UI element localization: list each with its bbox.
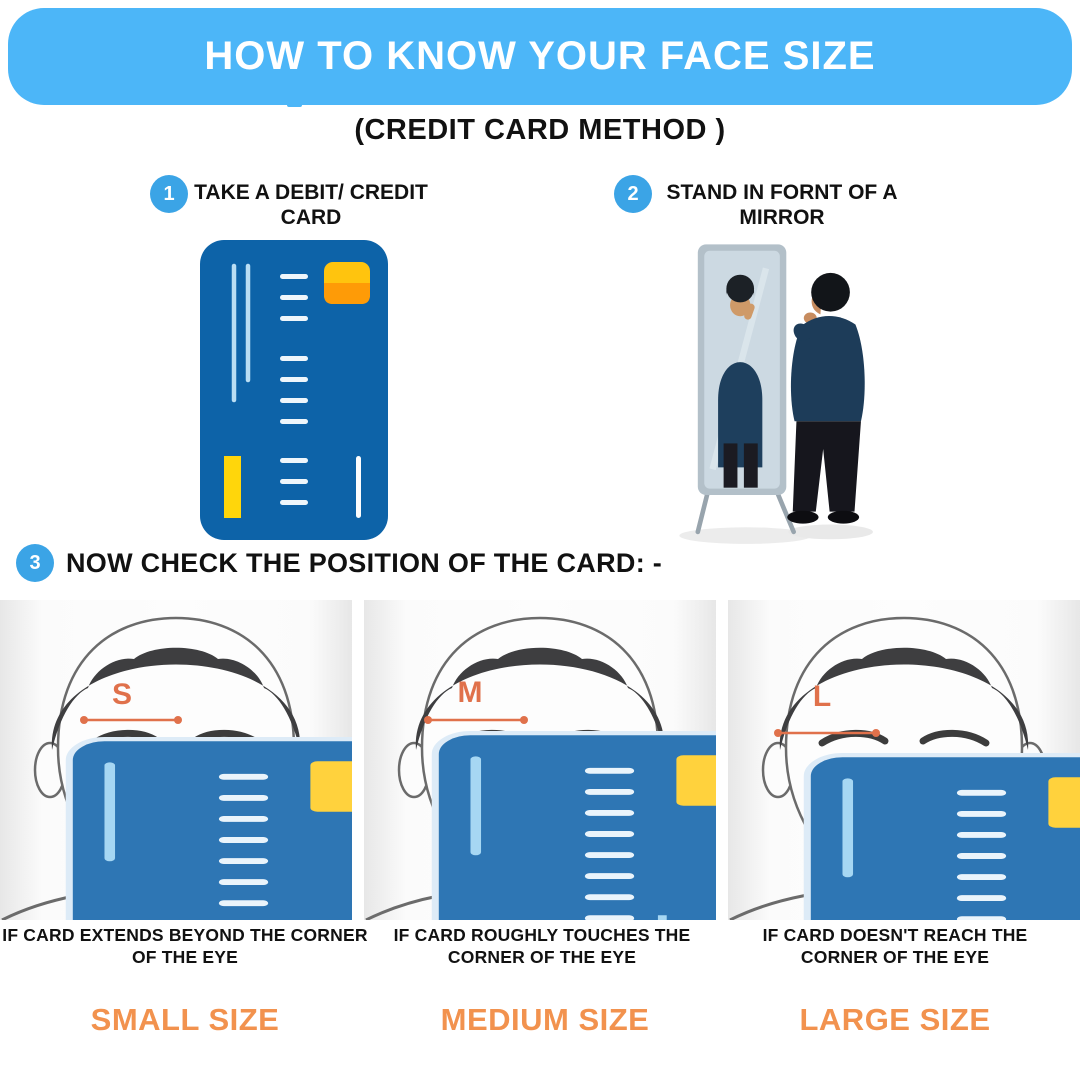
face-panel-medium: M [364,600,716,920]
step-1-label: TAKE A DEBIT/ CREDIT CARD [194,181,428,230]
step-3-label: NOW CHECK THE POSITION OF THE CARD: - [66,548,663,578]
step-2-number: 2 [627,182,639,205]
size-label-small: SMALL SIZE [90,1002,280,1037]
card-overlay-small-face [65,737,178,908]
page-title: HOW TO KNOW YOUR FACE SIZE [204,34,876,78]
mirror-reflection-figure [718,274,763,488]
mirror-illustration [679,244,873,544]
measure-line [424,716,528,724]
face-panel-small: S [0,600,352,920]
step-3-number: 3 [29,551,41,574]
step-2-badge: 2 [614,175,652,213]
size-letter-s: S [112,678,132,711]
face-illustration-medium: M [365,616,715,920]
card-yellow-bar [224,456,241,518]
measure-line [80,716,182,724]
credit-card-illustration [200,240,388,540]
card-white-bar [356,456,361,518]
step-1-badge: 1 [150,175,188,213]
measure-line [774,729,880,737]
size-label-large: LARGE SIZE [799,1002,991,1037]
face-illustration-small: S [1,616,351,920]
method-subtitle: (CREDIT CARD METHOD ) [354,114,726,146]
step-2-label: STAND IN FORNT OF A MIRROR [666,181,898,230]
face-panel-large: L [728,600,1080,920]
card-overlay-large-face [803,753,874,858]
step-1-number: 1 [163,182,175,205]
card-number-dashes [280,274,308,505]
size-letter-m: M [458,676,483,709]
caption-large: IF CARD DOESN'T REACH THE CORNER OF THE … [762,925,1028,967]
caption-small: IF CARD EXTENDS BEYOND THE CORNER OF THE… [2,925,368,967]
standing-man-figure [787,272,865,524]
title-banner: HOW TO KNOW YOUR FACE SIZE [8,8,1072,105]
size-label-medium: MEDIUM SIZE [440,1002,650,1037]
face-illustration-large: L [729,616,1079,920]
size-letter-l: L [813,680,831,713]
banner-corner-artifact [287,92,302,107]
card-chip-icon [324,262,370,304]
card-overlay-medium-face [431,731,526,888]
caption-medium: IF CARD ROUGHLY TOUCHES THE CORNER OF TH… [393,925,691,967]
step-3-badge: 3 [16,544,54,582]
